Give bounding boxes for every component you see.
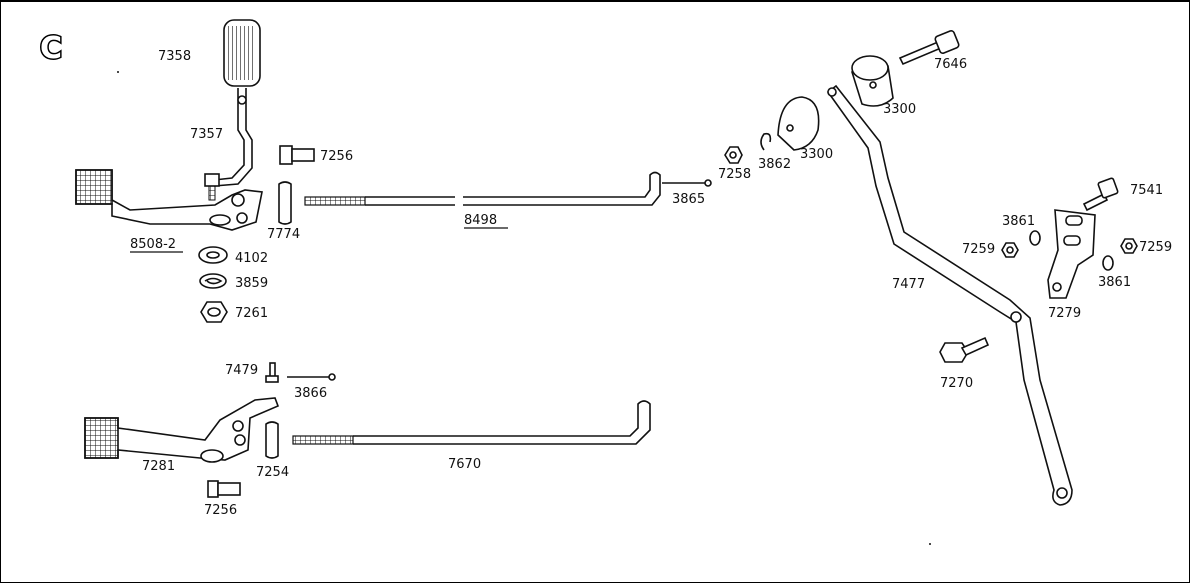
part-7256-bolt-top: [279, 145, 315, 165]
scan-dot: [117, 71, 119, 73]
scan-dot: [929, 543, 931, 545]
label-7256-bottom: 7256: [204, 503, 237, 518]
part-7254-bushing: [265, 421, 279, 459]
part-7670-rod: [292, 400, 651, 445]
label-7259-b: 7259: [1139, 240, 1172, 255]
part-7259-nut-a: [1001, 242, 1019, 258]
label-3859: 3859: [235, 276, 268, 291]
label-7279: 7279: [1048, 306, 1081, 321]
label-7774: 7774: [267, 227, 300, 242]
part-7279-bracket: [1047, 209, 1096, 299]
part-7281-pedal: [84, 397, 280, 463]
part-3865-pin: [662, 179, 712, 187]
label-3861-a: 3861: [1002, 214, 1035, 229]
label-3300-left: 3300: [800, 147, 833, 162]
part-3859-spring-washer: [199, 273, 227, 289]
label-8508-2: 8508-2: [130, 237, 176, 252]
part-4102-washer: [198, 246, 228, 264]
part-3861-washer-b: [1102, 255, 1114, 271]
part-7774-bushing: [278, 181, 292, 225]
label-3865: 3865: [672, 192, 705, 207]
part-7256-bolt-bottom: [207, 480, 241, 498]
label-3866: 3866: [294, 386, 327, 401]
part-7358-grip: [223, 19, 261, 87]
label-7270: 7270: [940, 376, 973, 391]
part-3862-circlip: [760, 132, 772, 151]
label-7256-top: 7256: [320, 149, 353, 164]
label-7358: 7358: [158, 49, 191, 64]
label-7259-a: 7259: [962, 242, 995, 257]
part-7259-nut-b: [1120, 238, 1138, 254]
label-7646: 7646: [934, 57, 967, 72]
part-7646-bolt: [898, 30, 960, 66]
label-7258: 7258: [718, 167, 751, 182]
part-7477-main-lever: [826, 84, 1073, 506]
label-7670: 7670: [448, 457, 481, 472]
label-4102: 4102: [235, 251, 268, 266]
part-7258-nut: [724, 146, 743, 164]
label-3861-b: 3861: [1098, 275, 1131, 290]
label-7477: 7477: [892, 277, 925, 292]
label-7541: 7541: [1130, 183, 1163, 198]
label-3300-top: 3300: [883, 102, 916, 117]
part-3866-pin: [287, 373, 336, 381]
section-letter: C: [40, 31, 62, 66]
part-8508-2-pedal: [75, 169, 263, 231]
part-7261-nut: [200, 301, 228, 323]
part-7357-lever: [213, 88, 253, 187]
part-7541-bolt: [1082, 177, 1119, 212]
part-3300-rubber-left: [777, 96, 820, 151]
label-3862: 3862: [758, 157, 791, 172]
part-8498-rod: [304, 171, 661, 206]
label-7261: 7261: [235, 306, 268, 321]
label-7281: 7281: [142, 459, 175, 474]
part-3861-washer-a: [1029, 230, 1041, 246]
label-7254: 7254: [256, 465, 289, 480]
label-7479: 7479: [225, 363, 258, 378]
label-7357: 7357: [190, 127, 223, 142]
label-8498: 8498: [464, 213, 497, 228]
part-7479-clevis-pin: [265, 362, 279, 383]
part-3300-rubber-top: [851, 55, 894, 107]
part-7270-stop-bolt: [939, 336, 990, 363]
